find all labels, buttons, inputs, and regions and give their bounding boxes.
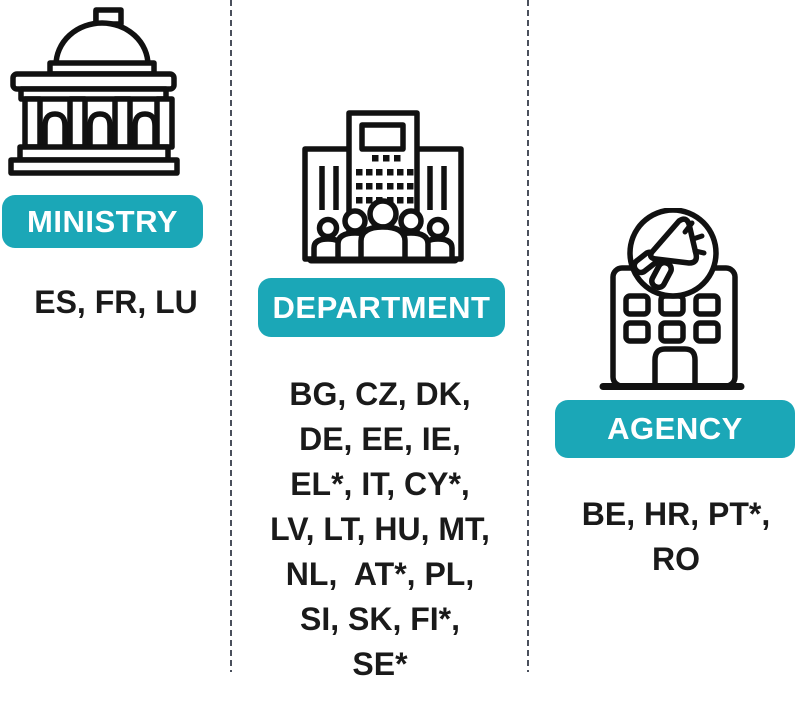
- department-label-badge: DEPARTMENT: [258, 278, 505, 337]
- country-line: SE*: [352, 646, 408, 682]
- column-agency: AGENCY BE, HR, PT*, RO: [528, 0, 798, 711]
- country-line: SI, SK, FI*,: [299, 601, 461, 637]
- country-line: DE, EE, IE,: [299, 421, 461, 457]
- column-department: DEPARTMENT BG, CZ, DK, DE, EE, IE, EL*, …: [232, 0, 528, 711]
- ministry-icon-wrap: [8, 5, 180, 177]
- office-building-people-icon: [302, 110, 464, 264]
- government-building-icon: [8, 7, 180, 176]
- country-line: EL*, IT, CY*,: [290, 466, 470, 502]
- department-country-list: BG, CZ, DK, DE, EE, IE, EL*, IT, CY*, LV…: [232, 372, 528, 687]
- dashed-divider-left: [230, 0, 232, 672]
- country-line: BE, HR, PT*,: [581, 496, 771, 532]
- agency-icon-wrap: [599, 208, 745, 392]
- country-line: NL, AT*, PL,: [285, 556, 475, 592]
- country-line: LV, LT, HU, MT,: [270, 511, 490, 547]
- department-label: DEPARTMENT: [272, 289, 491, 325]
- country-line: ES, FR, LU: [34, 284, 198, 320]
- ministry-label-badge: MINISTRY: [2, 195, 203, 248]
- agency-label-badge: AGENCY: [555, 400, 795, 458]
- dashed-divider-right: [527, 0, 529, 672]
- country-line: RO: [652, 541, 700, 577]
- department-icon-wrap: [302, 110, 464, 266]
- country-line: BG, CZ, DK,: [289, 376, 471, 412]
- building-megaphone-icon: [599, 208, 745, 390]
- agency-country-list: BE, HR, PT*, RO: [556, 492, 796, 582]
- ministry-country-list: ES, FR, LU: [0, 282, 232, 322]
- agency-label: AGENCY: [607, 411, 743, 446]
- ministry-label: MINISTRY: [27, 203, 178, 239]
- column-ministry: MINISTRY ES, FR, LU: [0, 0, 232, 711]
